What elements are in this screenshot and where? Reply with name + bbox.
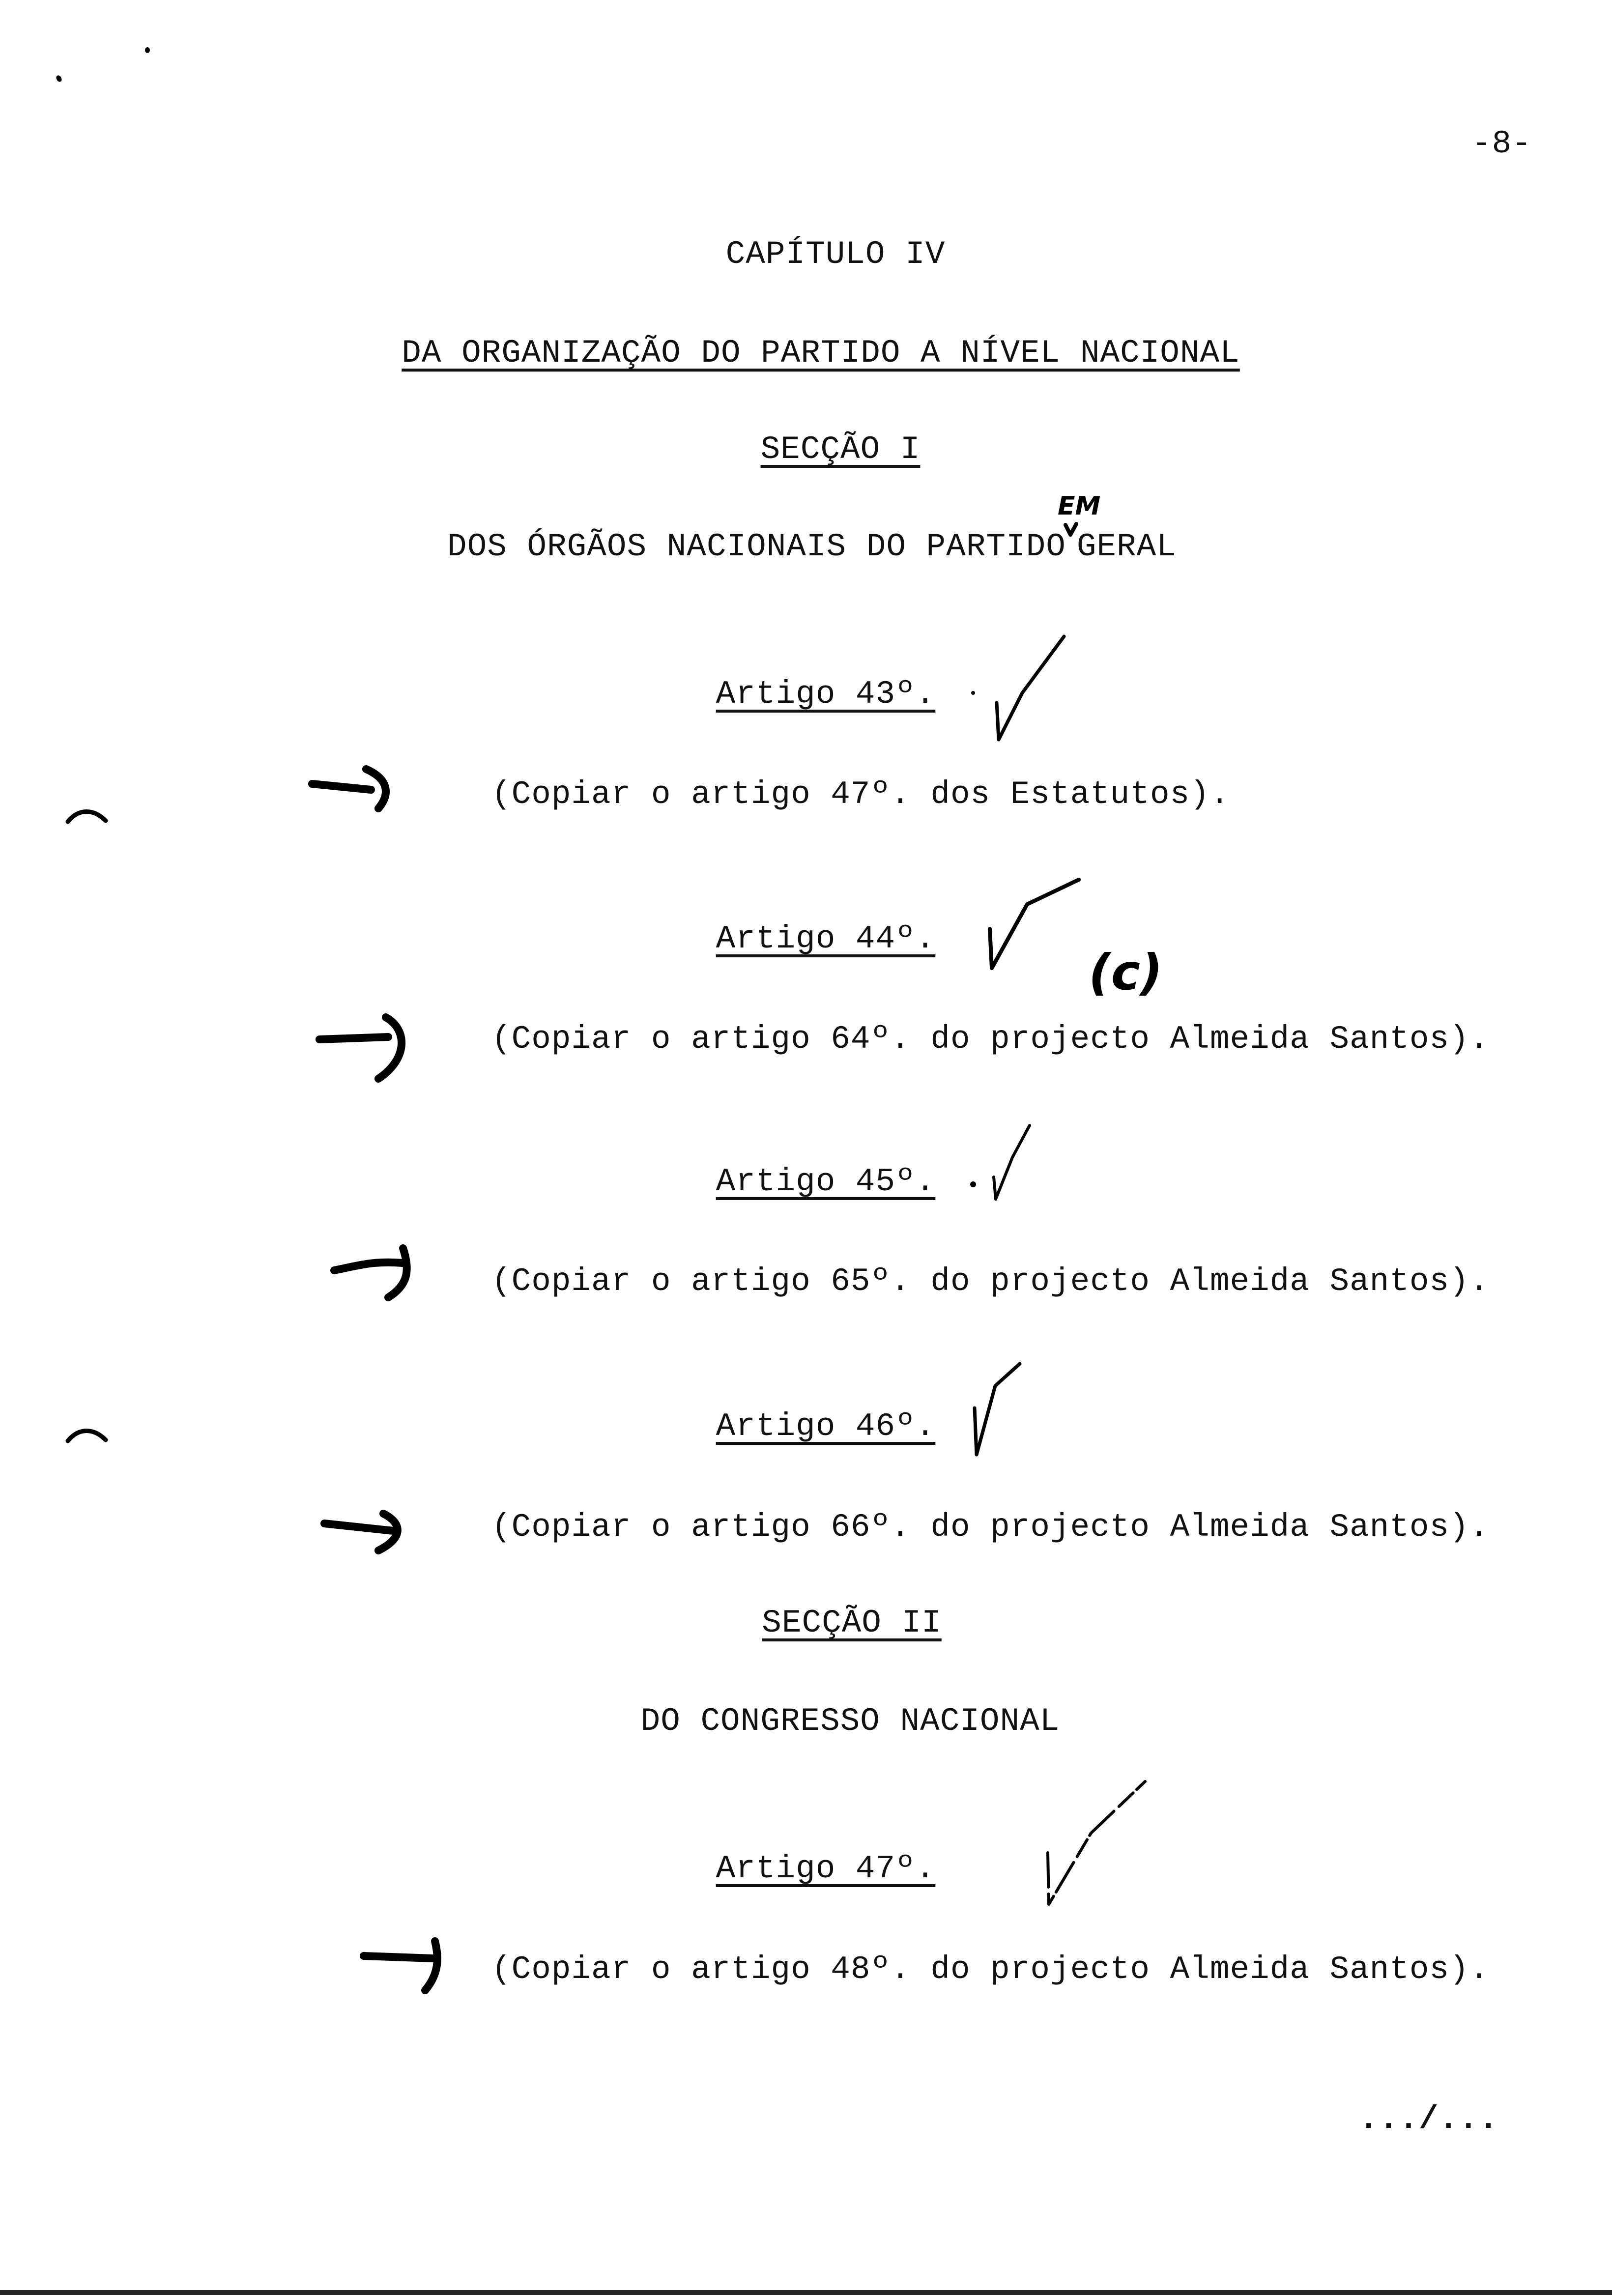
punch-hole-mark [65, 809, 108, 824]
section-2-title: SECÇÃO II [762, 1605, 942, 1641]
continuation-mark: .../... [1359, 2101, 1499, 2138]
scan-speck [56, 75, 62, 82]
article-43-text: (Copiar o artigo 47º. dos Estatutos). [491, 776, 1230, 813]
checkmark-icon [988, 878, 1081, 970]
checkmark-icon [1046, 1780, 1147, 1906]
article-47-label: Artigo 47º. [716, 1850, 936, 1887]
punch-hole-mark [65, 1429, 108, 1443]
arrow-icon [308, 765, 390, 812]
article-47-text: (Copiar o artigo 48º. do projecto Almeid… [491, 1951, 1490, 1988]
article-46-text: (Copiar o artigo 66º. do projecto Almeid… [491, 1509, 1490, 1546]
margin-note: (c) [1089, 944, 1163, 1001]
handwritten-insertion: EM [1058, 491, 1101, 521]
arrow-icon [330, 1244, 411, 1301]
article-44-label: Artigo 44º. [716, 920, 936, 957]
checkmark-icon [973, 1362, 1022, 1457]
checkmark-icon [970, 1124, 1031, 1201]
arrow-icon [316, 1013, 405, 1083]
arrow-icon [360, 1937, 441, 1994]
page-number: -8- [1472, 125, 1532, 162]
article-46-label: Artigo 46º. [716, 1408, 936, 1445]
chapter-subtitle: DA ORGANIZAÇÃO DO PARTIDO A NÍVEL NACION… [402, 335, 1240, 372]
chapter-title: CAPÍTULO IV [725, 236, 946, 273]
section-1-heading: DOS ÓRGÃOS NACIONAIS DO PARTIDO GERAL [447, 531, 1177, 563]
section-1-heading-suffix: GERAL [1076, 528, 1177, 565]
article-45-label: Artigo 45º. [716, 1163, 936, 1200]
scan-edge-line [0, 2290, 1612, 2295]
section-2-heading: DO CONGRESSO NACIONAL [640, 1703, 1060, 1740]
section-1-title: SECÇÃO I [760, 431, 921, 468]
article-44-text: (Copiar o artigo 64º. do projecto Almeid… [491, 1021, 1490, 1058]
article-43-label: Artigo 43º. [716, 676, 936, 713]
insertion-caret-icon [1064, 522, 1078, 537]
scan-speck [145, 47, 150, 53]
article-45-text: (Copiar o artigo 65º. do projecto Almeid… [491, 1263, 1490, 1300]
arrow-icon [320, 1510, 402, 1554]
section-1-heading-main: DOS ÓRGÃOS NACIONAIS DO PARTIDO [447, 528, 1066, 565]
checkmark-icon [971, 634, 1066, 742]
